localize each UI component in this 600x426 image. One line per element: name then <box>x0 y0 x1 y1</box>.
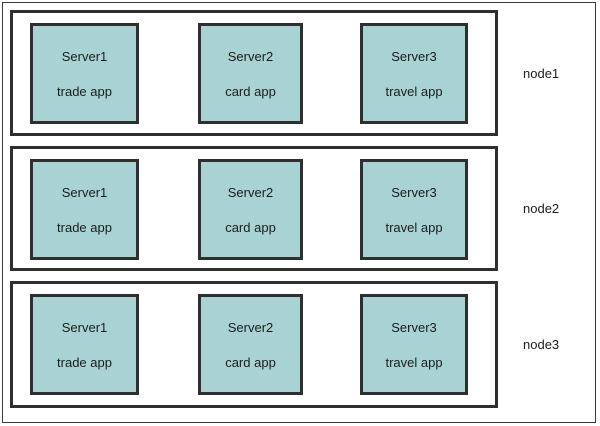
server-row-2: Server1 trade app Server2 card app Serve… <box>13 149 495 268</box>
server-app-label: travel app <box>385 83 443 99</box>
node-label: node2 <box>523 201 560 216</box>
server-name-label: Server2 <box>227 48 274 64</box>
server-box[interactable]: Server1 trade app <box>30 23 139 124</box>
node-container-2: Server1 trade app Server2 card app Serve… <box>10 146 498 271</box>
node-row: Server1 trade app Server2 card app Serve… <box>10 281 559 408</box>
server-app-label: card app <box>225 219 276 235</box>
server-row-3: Server1 trade app Server2 card app Serve… <box>13 284 495 405</box>
server-app-label: card app <box>225 354 276 370</box>
server-app-label: card app <box>225 83 276 99</box>
server-box[interactable]: Server3 travel app <box>360 23 468 124</box>
server-name-label: Server3 <box>391 184 437 200</box>
server-box[interactable]: Server3 travel app <box>360 294 468 395</box>
server-app-label: trade app <box>57 219 112 235</box>
server-name-label: Server3 <box>391 319 437 335</box>
server-name-label: Server2 <box>227 184 274 200</box>
node-label: node3 <box>523 337 560 352</box>
server-box[interactable]: Server3 travel app <box>360 159 468 260</box>
server-name-label: Server2 <box>227 319 274 335</box>
server-box[interactable]: Server1 trade app <box>30 294 139 395</box>
server-row-1: Server1 trade app Server2 card app Serve… <box>13 13 495 133</box>
server-app-label: trade app <box>57 354 112 370</box>
server-name-label: Server1 <box>61 184 108 200</box>
node-container-3: Server1 trade app Server2 card app Serve… <box>10 281 498 408</box>
node-container-1: Server1 trade app Server2 card app Serve… <box>10 10 498 136</box>
server-box[interactable]: Server2 card app <box>198 159 303 260</box>
server-app-label: trade app <box>57 83 112 99</box>
node-row: Server1 trade app Server2 card app Serve… <box>10 10 559 136</box>
server-box[interactable]: Server2 card app <box>198 23 303 124</box>
server-name-label: Server3 <box>391 48 437 64</box>
server-box[interactable]: Server1 trade app <box>30 159 139 260</box>
server-app-label: travel app <box>385 354 443 370</box>
node-label: node1 <box>523 65 560 81</box>
server-name-label: Server1 <box>61 319 108 335</box>
server-box[interactable]: Server2 card app <box>198 294 303 395</box>
server-app-label: travel app <box>385 219 443 235</box>
node-row: Server1 trade app Server2 card app Serve… <box>10 146 559 271</box>
server-name-label: Server1 <box>61 48 108 64</box>
